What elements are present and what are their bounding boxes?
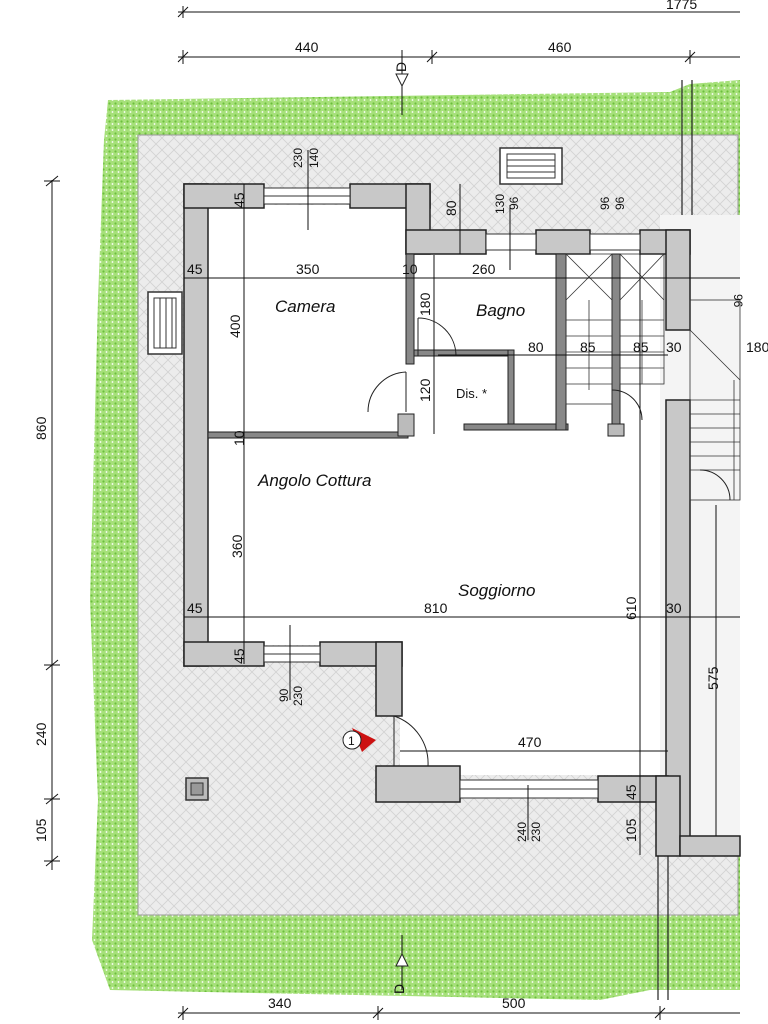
dim-340: 340 [268, 995, 292, 1011]
dim-500: 500 [502, 995, 526, 1011]
section-mark-top: D [393, 50, 409, 115]
entry-marker: 1 [342, 728, 376, 752]
dim-85-b: 85 [633, 339, 649, 355]
exterior-walls [183, 183, 741, 857]
dim-350: 350 [296, 261, 320, 277]
dim-30-b: 30 [666, 600, 682, 616]
room-labels: Camera Bagno Dis. * Angolo Cottura Soggi… [257, 297, 536, 600]
interior-dimension-lines [184, 150, 740, 855]
room-label-dis: Dis. * [456, 386, 487, 401]
dim-130: 130 [493, 194, 507, 214]
dim-470: 470 [518, 734, 542, 750]
dim-45-bottom-left: 45 [187, 600, 203, 616]
windows [263, 187, 641, 799]
floor-interior [207, 205, 660, 775]
dim-45-window: 45 [231, 648, 247, 664]
room-label-camera: Camera [275, 297, 335, 316]
dim-230-a: 230 [291, 148, 305, 168]
dim-180-stair: 180 [746, 339, 768, 355]
dim-360: 360 [229, 534, 245, 558]
dim-80-b: 80 [528, 339, 544, 355]
dim-260: 260 [472, 261, 496, 277]
dim-120: 120 [417, 378, 433, 402]
dim-total-width: 1775 [666, 0, 697, 12]
doors [367, 317, 731, 767]
dim-30-a: 30 [666, 339, 682, 355]
entry-marker-number: 1 [348, 734, 355, 748]
dim-230-b: 230 [291, 686, 305, 706]
dim-90: 90 [277, 688, 291, 702]
bottom-dimension-lines: 340 500 [177, 995, 740, 1020]
room-label-bagno: Bagno [476, 301, 525, 320]
dim-96-c: 96 [613, 196, 627, 210]
dim-400: 400 [227, 314, 243, 338]
dim-610: 610 [623, 596, 639, 620]
dim-240: 240 [33, 722, 49, 746]
top-dimension-lines: 1775 440 460 [177, 0, 740, 64]
room-label-angolo-cottura: Angolo Cottura [257, 471, 371, 490]
dim-96-b: 96 [598, 196, 612, 210]
section-letter-top: D [393, 62, 409, 72]
dim-440: 440 [295, 39, 319, 55]
dim-240-window: 240 [515, 822, 529, 842]
ac-unit [499, 147, 563, 185]
section-letter-bottom: D [391, 984, 407, 994]
dim-575: 575 [705, 666, 721, 690]
dim-180-bagno: 180 [417, 292, 433, 316]
dim-140: 140 [307, 148, 321, 168]
dim-860: 860 [33, 416, 49, 440]
dim-96-a: 96 [507, 196, 521, 210]
dim-96-d: 96 [731, 294, 745, 308]
dim-45-camera-wall: 45 [231, 192, 247, 208]
dim-10-a: 10 [402, 261, 418, 277]
section-mark-bottom: D [391, 935, 409, 994]
dim-105-right: 105 [623, 818, 639, 842]
staircase [565, 253, 741, 501]
dim-80: 80 [443, 200, 459, 216]
side-ac-unit [147, 291, 183, 355]
dimension-labels: 45 80 130 96 96 96 230 140 45 350 10 260… [187, 148, 768, 842]
dim-10-b: 10 [231, 430, 247, 446]
dim-45-left: 45 [187, 261, 203, 277]
dim-105: 105 [33, 818, 49, 842]
dim-45-right: 45 [623, 784, 639, 800]
dim-810: 810 [424, 600, 448, 616]
dim-85-a: 85 [580, 339, 596, 355]
dim-460: 460 [548, 39, 572, 55]
left-dimension-lines: 860 240 105 [33, 175, 60, 870]
dim-230-c: 230 [529, 822, 543, 842]
room-label-soggiorno: Soggiorno [458, 581, 536, 600]
